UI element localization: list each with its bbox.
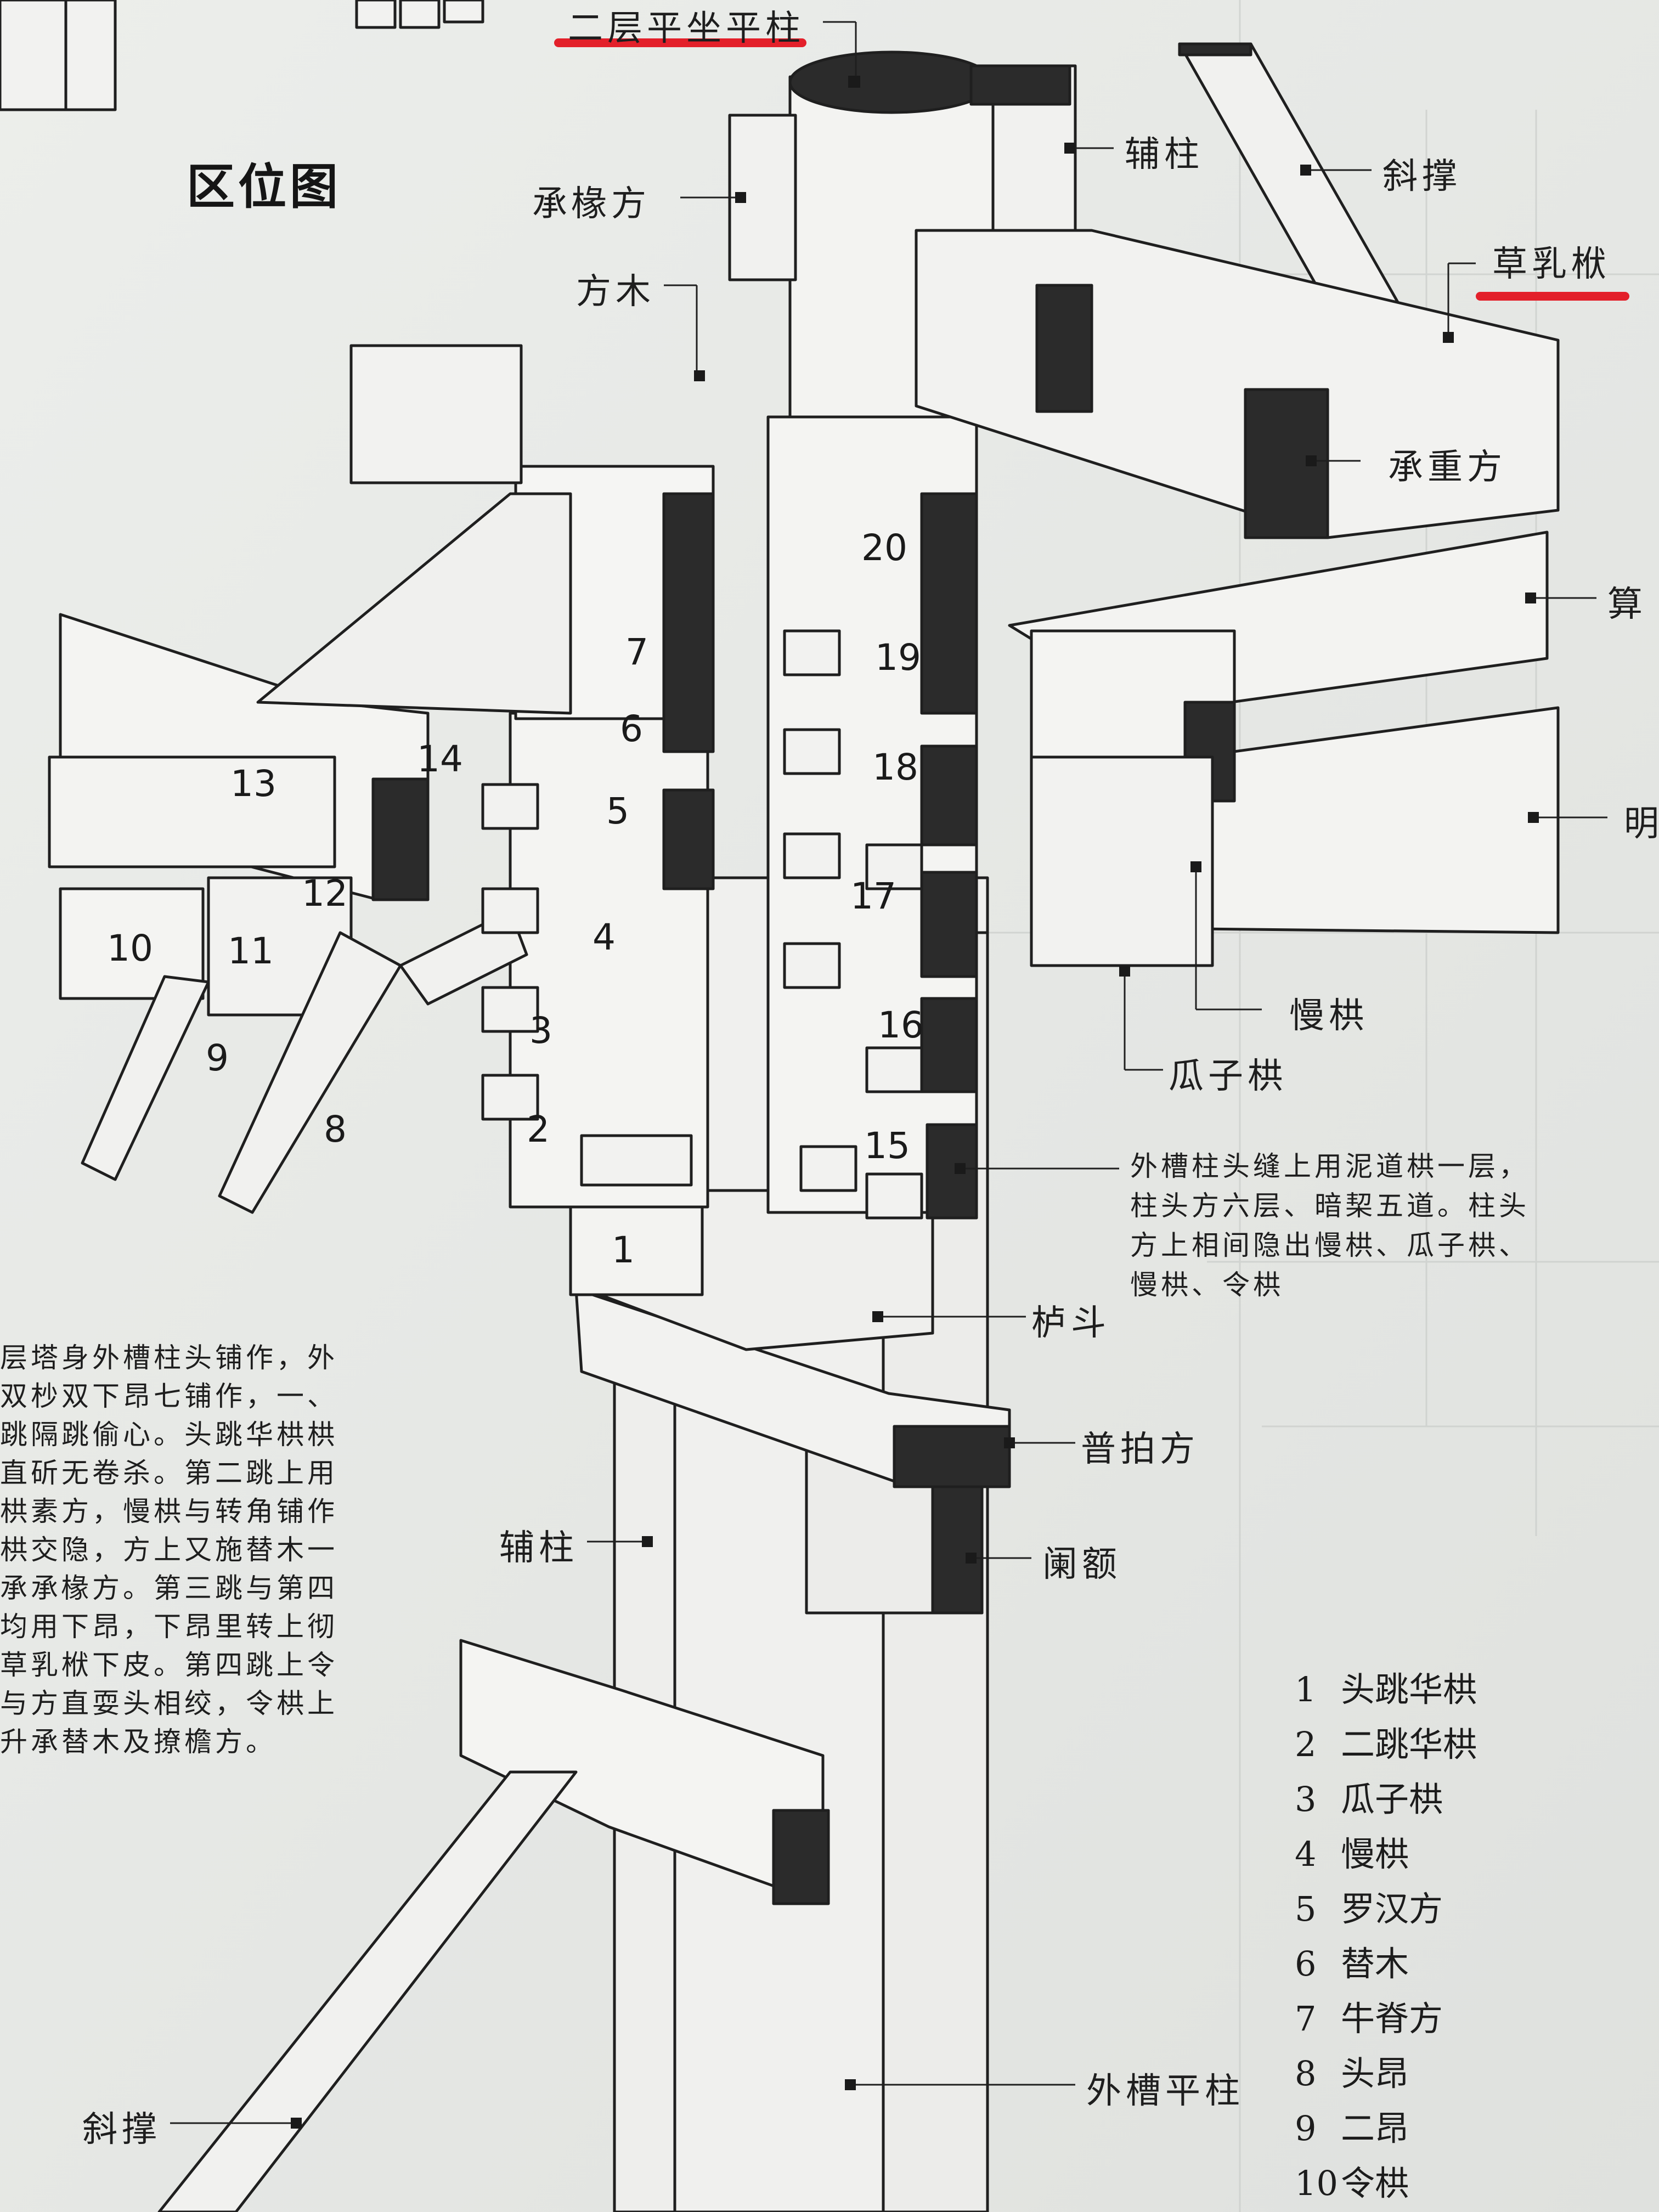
part-number-19: 19 (875, 636, 921, 679)
left-description: 层塔身外槽柱头铺作，外 双杪双下昂七铺作，一、 跳隔跳偷心。头跳华栱栱 直斫无卷… (0, 1342, 338, 1758)
label-fangmu: 方木 (576, 272, 655, 312)
part-number-8: 8 (324, 1108, 347, 1150)
highlight-underline-caoru (1476, 292, 1629, 301)
label-waicao: 外槽平柱 (1086, 2071, 1244, 2112)
label-xiecheng-left: 斜撑 (82, 2109, 161, 2150)
label-chengzhong: 承重方 (1388, 447, 1506, 488)
part-number-10: 10 (107, 927, 153, 969)
label-pubai: 普拍方 (1081, 1429, 1199, 1470)
part-number-4: 4 (592, 916, 616, 958)
label-lane: 阑额 (1042, 1544, 1121, 1585)
label-suan: 算 (1607, 584, 1647, 625)
part-number-3: 3 (529, 1009, 552, 1052)
part-number-9: 9 (206, 1037, 229, 1079)
part-number-6: 6 (620, 708, 643, 750)
part-number-5: 5 (606, 790, 629, 832)
part-number-1: 1 (612, 1229, 635, 1271)
label-ming: 明 (1624, 804, 1659, 844)
label-guazi: 瓜子栱 (1169, 1056, 1287, 1097)
label-fuzhu-top: 辅柱 (1125, 134, 1204, 175)
label-chengchuan: 承椽方 (532, 184, 651, 224)
part-number-16: 16 (878, 1004, 924, 1046)
part-number-2: 2 (527, 1108, 550, 1150)
part-number-11: 11 (228, 930, 274, 972)
part-number-20: 20 (861, 527, 907, 569)
part-number-18: 18 (872, 746, 918, 788)
part-number-7: 7 (625, 631, 648, 673)
part-number-12: 12 (302, 872, 348, 915)
highlight-underline-top (554, 38, 806, 47)
label-top-column: 二层平坐平柱 (568, 8, 805, 49)
label-mangong: 慢栱 (1289, 996, 1368, 1036)
annotation-note: 外槽柱头缝上用泥道栱一层， 柱头方六层、暗栔五道。柱头 方上相间隐出慢栱、瓜子栱… (1130, 1150, 1530, 1301)
diagram-title: 区位图 (187, 159, 342, 215)
label-xiecheng-top: 斜撑 (1383, 156, 1462, 197)
label-caoru: 草乳栿 (1492, 244, 1611, 285)
part-number-15: 15 (864, 1125, 910, 1167)
part-number-13: 13 (230, 763, 276, 805)
part-number-14: 14 (417, 738, 463, 780)
part-number-17: 17 (850, 875, 896, 917)
label-ludou: 栌斗 (1031, 1303, 1110, 1344)
label-fuzhu-left: 辅柱 (499, 1528, 578, 1568)
